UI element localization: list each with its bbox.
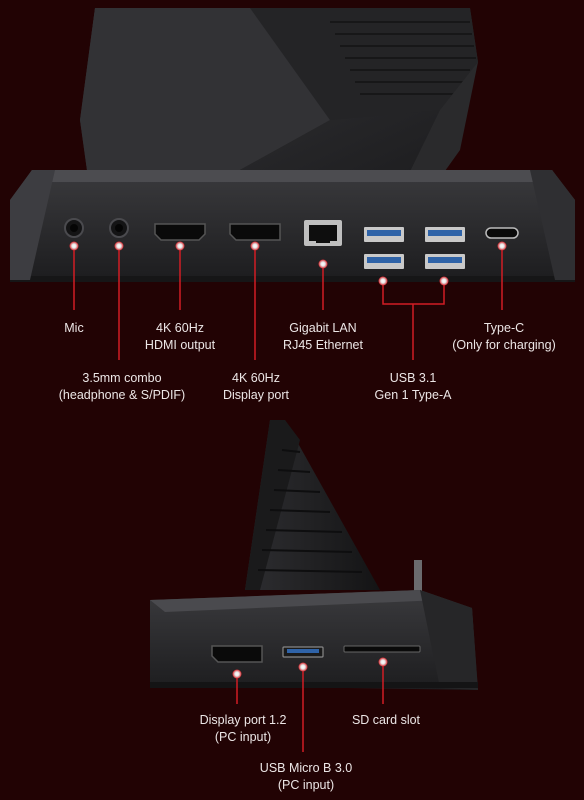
type-c-port (485, 227, 519, 239)
sd-card-slot (343, 645, 421, 653)
side-callout-dots (232, 657, 388, 679)
callout-line: USB 3.1 (389, 371, 437, 385)
callout-3-5mm-combo: 3.5mm combo (headphone & S/PDIF) (59, 370, 185, 404)
callout-sd-card-slot: SD card slot (352, 712, 420, 729)
hdmi-port (154, 223, 206, 241)
side-ports (211, 645, 421, 663)
callout-displayport: 4K 60Hz Display port (223, 370, 289, 404)
callout-line: Type-C (483, 321, 525, 335)
side-device (150, 420, 478, 690)
callout-line: (Only for charging) (452, 338, 556, 352)
callout-line: Gigabit LAN (289, 321, 357, 335)
side-callout-lines (236, 662, 384, 752)
callout-displayport-1-2: Display port 1.2 (PC input) (200, 712, 287, 746)
rear-device (10, 8, 575, 282)
displayport-port (229, 223, 281, 241)
callout-line: 4K 60Hz (156, 321, 204, 335)
displayport-input-port (211, 645, 263, 663)
callout-type-c: Type-C (Only for charging) (452, 320, 556, 354)
callout-usb-micro-b: USB Micro B 3.0 (PC input) (260, 760, 352, 794)
callout-hdmi: 4K 60Hz HDMI output (145, 320, 215, 354)
callout-mic: Mic (64, 320, 83, 337)
callout-gigabit-lan: Gigabit LAN RJ45 Ethernet (283, 320, 363, 354)
callout-line: RJ45 Ethernet (283, 338, 363, 352)
callout-line: SD card slot (351, 713, 421, 727)
callout-line: HDMI output (144, 338, 216, 352)
callout-line: (PC input) (277, 778, 335, 792)
callout-line: Display port 1.2 (199, 713, 287, 727)
callout-line: (PC input) (214, 730, 272, 744)
rear-callout-lines (73, 246, 503, 360)
callout-line: Gen 1 Type-A (374, 388, 452, 402)
callout-usb-3-1: USB 3.1 Gen 1 Type-A (375, 370, 452, 404)
callout-line: 3.5mm combo (82, 371, 162, 385)
rear-callout-dots (69, 241, 507, 286)
rear-ports (64, 218, 519, 269)
callout-line: 4K 60Hz (232, 371, 280, 385)
callout-line: Mic (64, 321, 84, 335)
callout-line: Display port (223, 388, 289, 402)
callout-line: (headphone & S/PDIF) (58, 388, 186, 402)
callout-line: USB Micro B 3.0 (259, 761, 353, 775)
